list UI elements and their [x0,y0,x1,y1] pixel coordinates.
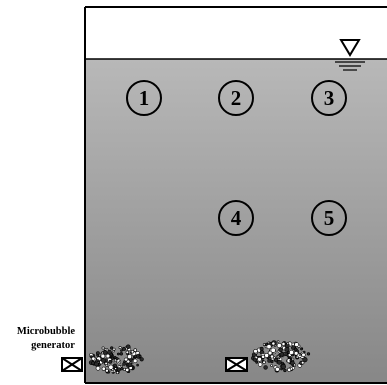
bubble [272,342,275,345]
bubble [131,350,134,353]
bubble [126,368,129,371]
bubble [294,351,298,355]
microbubble-generator-icon-middle [226,358,247,371]
bubble [137,364,139,366]
bubble [300,348,302,350]
bubble [302,353,306,357]
bubble [290,360,292,362]
bubble [113,350,115,352]
bubble [102,367,105,370]
bubble [296,356,298,358]
bubble [289,350,293,354]
bubble [109,360,112,363]
bubble [263,361,266,364]
bubble [295,343,299,347]
bubble [277,341,279,343]
bubble [267,344,271,348]
bubble [126,351,129,354]
bubble [116,371,118,373]
bubble [117,353,119,355]
bubble [277,343,281,347]
bubble [92,362,95,365]
bubble [292,358,294,360]
bubble [103,350,107,354]
generator-label-line1: Microbubble [17,326,75,337]
bubble [124,361,126,363]
bubble [96,352,99,355]
bubble [108,372,110,374]
bubble [281,368,283,370]
bubble [101,354,105,358]
bubble [294,348,297,351]
bubble [120,352,123,355]
bubble [270,355,273,358]
bubble [254,349,258,353]
bubble [123,363,126,366]
bubble [280,352,284,356]
sampling-point-label: 1 [139,86,150,110]
bubble [258,357,262,361]
bubble [108,350,112,354]
bubble [262,355,265,358]
bubble [299,354,301,356]
bubble [263,344,265,346]
bubble [271,365,273,367]
generator-label-line2: generator [31,340,75,351]
sampling-point-label: 2 [231,86,242,110]
bubble [126,345,130,349]
bubble [115,368,117,370]
bubble [268,359,271,362]
bubble [140,358,144,362]
water-level-icon [335,40,365,70]
bubble [284,369,287,372]
bubble [287,343,289,345]
bubble [117,368,121,372]
bubble [260,347,263,350]
bubble [122,347,125,350]
bubble [139,355,141,357]
bubble [253,358,257,362]
bubble [258,363,262,367]
bubble [120,350,122,352]
sampling-point-label: 5 [324,206,335,230]
bubble [128,363,132,367]
bubble [102,347,104,349]
bubble [101,359,105,363]
bubble [116,358,119,361]
sampling-point-label: 3 [324,86,335,110]
bubble [121,365,123,367]
bubble [277,360,281,364]
bubble [268,351,272,355]
bubble [112,372,114,374]
bubble [301,361,304,364]
bubble [282,342,285,345]
bubble [134,349,137,352]
bubble [94,362,98,366]
bubble [105,362,108,365]
bubble [109,365,113,369]
sampling-point-label: 4 [231,206,242,230]
bubble [133,359,137,363]
bubble [96,366,100,370]
bubble [275,367,279,371]
bubble [106,354,110,358]
bubble [128,355,132,359]
bubble [92,357,95,360]
bubble [90,356,92,358]
bubble [307,353,310,356]
bubble [288,368,291,371]
bubble [287,351,289,353]
bubble [264,366,268,370]
bubble [279,348,283,352]
bubble [119,346,121,348]
microbubble-generator-icon-left [62,358,82,371]
